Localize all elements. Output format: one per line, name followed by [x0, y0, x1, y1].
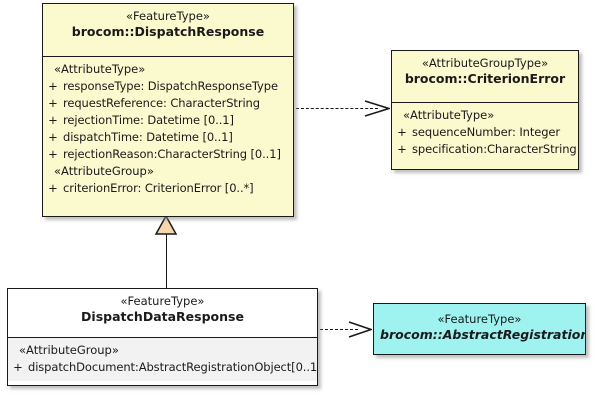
- attribute-text: dispatchDocument:AbstractRegistrationObj…: [28, 360, 318, 374]
- class-stereotype: «FeatureType»: [126, 9, 210, 23]
- class-name: DispatchDataResponse: [81, 309, 244, 324]
- class-name: brocom::DispatchResponse: [71, 24, 265, 39]
- generalization-triangle-outline-icon: [154, 215, 178, 235]
- attribute-text: specification:CharacterString: [412, 142, 577, 156]
- class-name: brocom::CriterionError: [404, 71, 566, 86]
- compartment-group-label: «AttributeType»: [54, 62, 146, 76]
- class-body-dispatch-response: «AttributeType» + responseType: Dispatch…: [43, 57, 293, 202]
- attribute-visibility: +: [48, 96, 58, 110]
- class-box-dispatch-data-response[interactable]: «FeatureType» DispatchDataResponse «Attr…: [7, 288, 318, 386]
- attribute-row[interactable]: + criterionError: CriterionError [0..*]: [43, 180, 293, 197]
- dependency-line-dispatchdataresponse-to-abstractregistrationobject[interactable]: [320, 329, 358, 330]
- attribute-text: criterionError: CriterionError [0..*]: [63, 181, 254, 195]
- attribute-visibility: +: [397, 125, 407, 139]
- dependency-arrowhead-icon: [364, 100, 390, 117]
- class-body-criterion-error: «AttributeType» + sequenceNumber: Intege…: [392, 103, 578, 163]
- class-box-criterion-error[interactable]: «AttributeGroupType» brocom::CriterionEr…: [391, 50, 579, 170]
- attribute-text: rejectionReason:CharacterString [0..1]: [63, 147, 281, 161]
- attribute-text: requestReference: CharacterString: [63, 96, 260, 110]
- class-stereotype: «AttributeGroupType»: [421, 56, 549, 70]
- class-header-criterion-error: «AttributeGroupType» brocom::CriterionEr…: [392, 51, 578, 103]
- class-stereotype: «FeatureType»: [437, 312, 522, 326]
- attribute-row[interactable]: + dispatchDocument:AbstractRegistrationO…: [8, 359, 317, 376]
- class-header-dispatch-response: «FeatureType» brocom::DispatchResponse: [43, 4, 293, 57]
- class-name: brocom::AbstractRegistrationObject: [380, 327, 585, 342]
- attribute-visibility: +: [397, 142, 407, 156]
- attribute-visibility: +: [48, 79, 58, 93]
- class-body-dispatch-data-response: «AttributeGroup» + dispatchDocument:Abst…: [8, 338, 317, 381]
- attribute-text: sequenceNumber: Integer: [412, 125, 561, 139]
- attribute-text: dispatchTime: Datetime [0..1]: [63, 130, 233, 144]
- attribute-row[interactable]: + rejectionReason:CharacterString [0..1]: [43, 146, 293, 163]
- class-stereotype: «FeatureType»: [120, 294, 205, 308]
- attribute-text: rejectionTime: Datetime [0..1]: [63, 113, 234, 127]
- class-header-abstract-registration-object: «FeatureType» brocom::AbstractRegistrati…: [374, 304, 585, 354]
- attribute-row[interactable]: + responseType: DispatchResponseType: [43, 78, 293, 95]
- attribute-text: responseType: DispatchResponseType: [63, 79, 278, 93]
- attribute-row[interactable]: + requestReference: CharacterString: [43, 95, 293, 112]
- attribute-row[interactable]: + rejectionTime: Datetime [0..1]: [43, 112, 293, 129]
- attribute-visibility: +: [48, 147, 58, 161]
- attribute-visibility: +: [48, 113, 58, 127]
- compartment-group-label: «AttributeType»: [403, 108, 495, 122]
- dependency-arrowhead-icon: [348, 321, 372, 338]
- generalization-line-dispatchdataresponse-to-dispatchresponse[interactable]: [166, 234, 167, 289]
- attribute-row[interactable]: + specification:CharacterString: [392, 141, 578, 158]
- compartment-group-label: «AttributeGroup»: [19, 343, 119, 357]
- attribute-visibility: +: [48, 181, 58, 195]
- attribute-visibility: +: [13, 360, 23, 374]
- attribute-row[interactable]: + dispatchTime: Datetime [0..1]: [43, 129, 293, 146]
- compartment-group-label: «AttributeGroup»: [54, 164, 154, 178]
- attribute-row[interactable]: + sequenceNumber: Integer: [392, 124, 578, 141]
- class-box-dispatch-response[interactable]: «FeatureType» brocom::DispatchResponse «…: [42, 3, 294, 217]
- dependency-line-dispatchresponse-to-criterionerror[interactable]: [296, 108, 378, 109]
- attribute-visibility: +: [48, 130, 58, 144]
- class-header-dispatch-data-response: «FeatureType» DispatchDataResponse: [8, 289, 317, 338]
- class-box-abstract-registration-object[interactable]: «FeatureType» brocom::AbstractRegistrati…: [373, 303, 586, 355]
